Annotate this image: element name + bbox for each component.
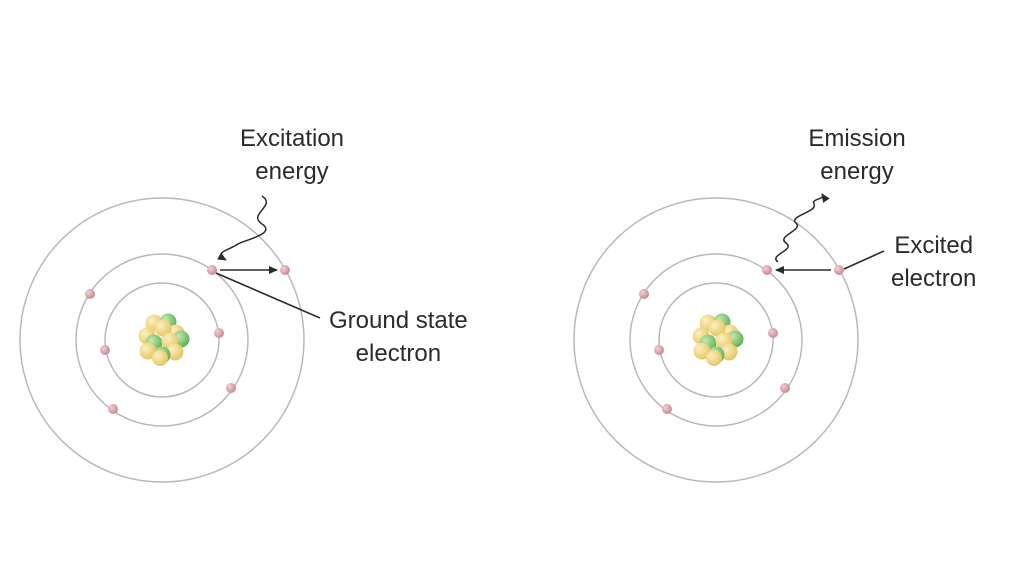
electron bbox=[207, 265, 217, 275]
label-line: Ground state bbox=[329, 307, 468, 334]
emission-wave-arrow bbox=[775, 193, 830, 263]
electron bbox=[100, 345, 110, 355]
left-atom bbox=[19, 195, 321, 483]
emission-energy-label: Emission energy bbox=[808, 122, 905, 188]
right-atom bbox=[573, 193, 885, 483]
right-orbit-inner bbox=[658, 282, 774, 398]
electron bbox=[762, 265, 772, 275]
label-line: energy bbox=[820, 158, 894, 185]
label-line: energy bbox=[255, 158, 329, 185]
left-orbit-middle bbox=[75, 253, 249, 427]
excited-electron-label: Excited electron bbox=[891, 229, 976, 295]
electron bbox=[85, 289, 95, 299]
electron bbox=[226, 383, 236, 393]
label-line: electron bbox=[355, 340, 442, 367]
electron bbox=[214, 328, 224, 338]
excitation-wave-arrow bbox=[217, 195, 268, 261]
electron bbox=[280, 265, 290, 275]
label-line: Excitation bbox=[239, 125, 345, 152]
electron bbox=[834, 265, 844, 275]
excitation-energy-label: Excitation energy bbox=[240, 122, 344, 188]
label-line: Excited bbox=[894, 232, 974, 259]
left-orbit-outer bbox=[19, 197, 305, 483]
excited-electron-pointer bbox=[843, 250, 885, 270]
electron bbox=[654, 345, 664, 355]
right-orbit-middle bbox=[629, 253, 803, 427]
electron bbox=[108, 404, 118, 414]
ground-state-pointer bbox=[215, 272, 321, 319]
label-line: Emission bbox=[808, 125, 906, 152]
electron bbox=[768, 328, 778, 338]
right-orbit-outer bbox=[573, 197, 859, 483]
left-orbit-inner bbox=[104, 282, 220, 398]
electron bbox=[639, 289, 649, 299]
left-nucleus bbox=[138, 313, 190, 366]
label-line: electron bbox=[891, 265, 977, 292]
electron bbox=[662, 404, 672, 414]
right-nucleus bbox=[692, 313, 744, 366]
ground-state-electron-label: Ground state electron bbox=[329, 304, 468, 370]
electron bbox=[780, 383, 790, 393]
